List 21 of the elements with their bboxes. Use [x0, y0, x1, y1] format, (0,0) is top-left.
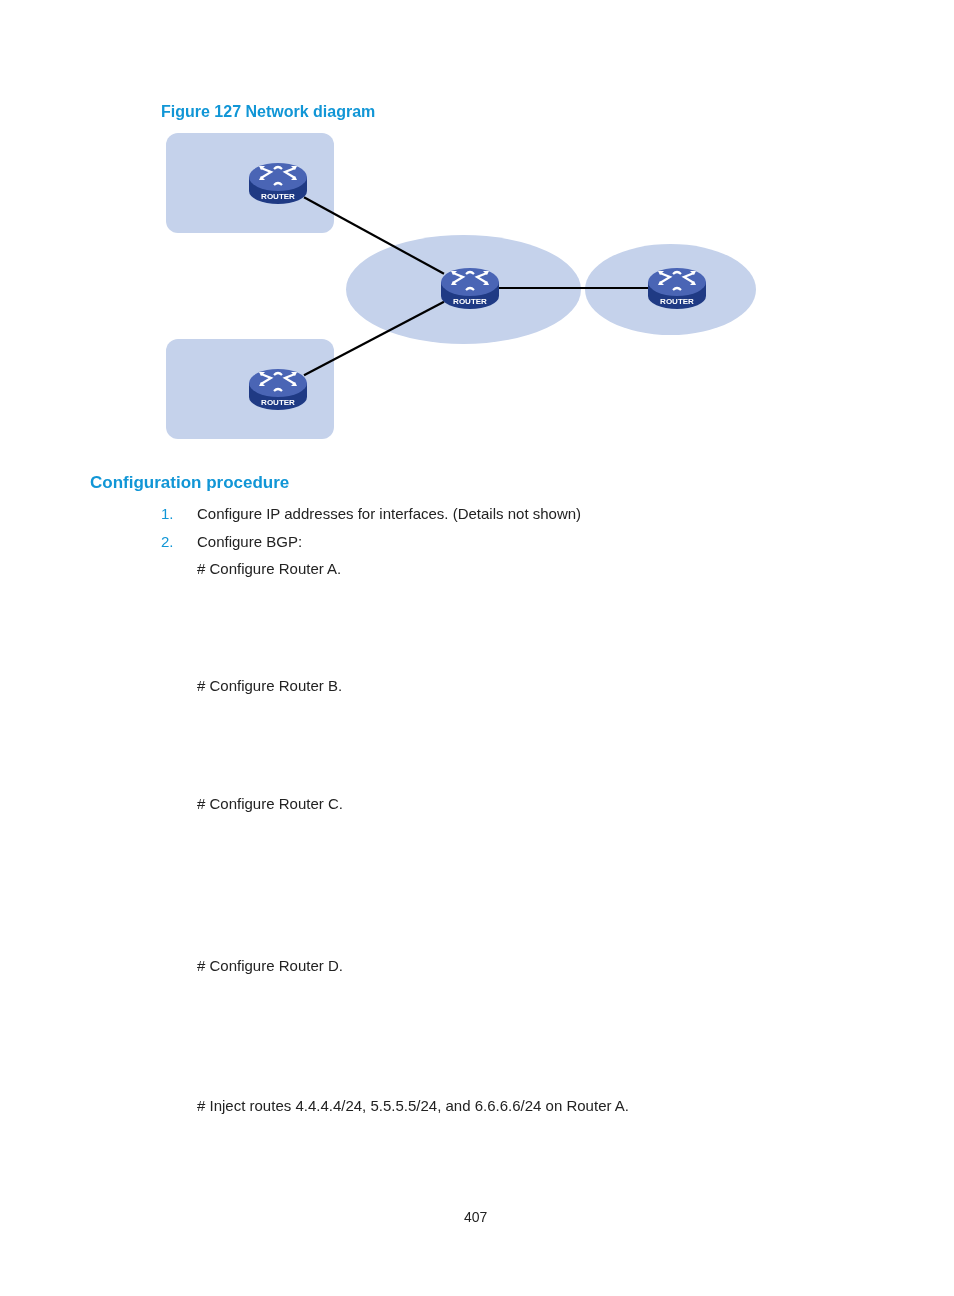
- step-text: # Configure Router C.: [197, 794, 343, 814]
- link-line: [303, 196, 445, 275]
- step-text: # Configure Router A.: [197, 559, 342, 579]
- page-number: 407: [464, 1208, 488, 1227]
- router-label: ROUTER: [260, 192, 296, 201]
- step-text: # Configure Router B.: [197, 676, 343, 696]
- router-label: ROUTER: [452, 297, 488, 306]
- network-area-box: [166, 133, 334, 233]
- router-label: ROUTER: [260, 398, 296, 407]
- step-text: # Inject routes 4.4.4.4/24, 5.5.5.5/24, and 6.6.6.6/24 on Router A.: [197, 1096, 629, 1116]
- router-label: ROUTER: [659, 297, 695, 306]
- step-number: 2.: [161, 532, 174, 552]
- network-area-box: [166, 339, 334, 439]
- step-text: Configure IP addresses for interfaces. (Details not shown): [197, 504, 582, 524]
- figure-title: Figure 127 Network diagram: [161, 102, 376, 122]
- step-number: 1.: [161, 504, 174, 524]
- link-line: [303, 300, 445, 377]
- link-line: [496, 286, 651, 290]
- step-text: Configure BGP:: [197, 532, 303, 552]
- step-text: # Configure Router D.: [197, 956, 343, 976]
- section-heading: Configuration procedure: [90, 472, 290, 494]
